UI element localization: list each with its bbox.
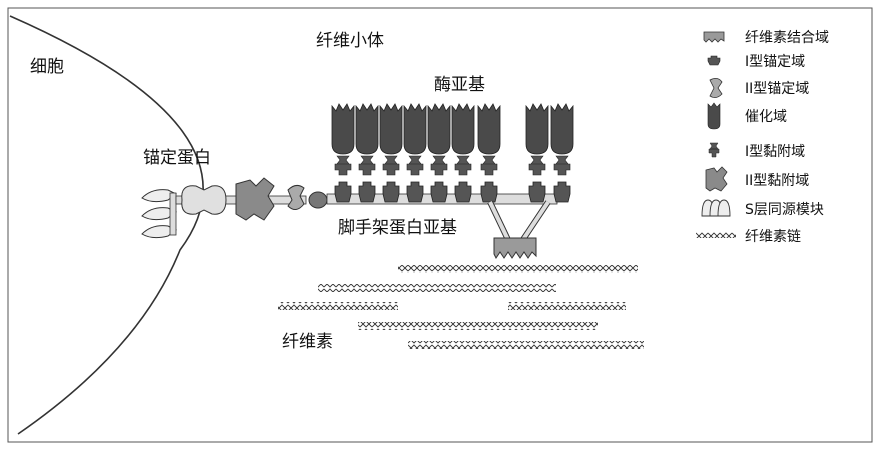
cbm-icon [703, 31, 725, 43]
legend-label-6: S层同源模块 [745, 202, 824, 218]
cellulosome-label: 纤维小体 [316, 31, 384, 51]
figure-border [7, 7, 873, 443]
legend-label-1: I型锚定域 [745, 54, 805, 70]
cell-label: 细胞 [30, 57, 64, 77]
anchor-protein-label: 锚定蛋白 [143, 148, 211, 168]
legend-label-2: II型锚定域 [745, 81, 809, 97]
cellulose-binding-domain [493, 237, 537, 259]
enzyme-subunits [331, 103, 574, 176]
cellulose-chains [278, 265, 644, 349]
enzyme-subunits-label: 酶亚基 [434, 75, 485, 95]
type2-cohesin-icon [709, 78, 723, 98]
cellulose-label: 纤维素 [282, 332, 333, 352]
legend-label-3: 催化域 [745, 109, 787, 125]
slh-module-icon [701, 199, 731, 217]
scaffoldin-end [308, 191, 328, 209]
type2-cohesin-2 [235, 177, 275, 221]
cell-membrane [9, 15, 204, 435]
cellulose-chain-icon [696, 232, 736, 238]
legend-label-4: I型黏附域 [745, 144, 805, 160]
catalytic-domain-icon [707, 102, 721, 130]
type2-dockerin [287, 184, 305, 210]
legend-label-7: 纤维素链 [745, 229, 801, 245]
type2-cohesin [181, 185, 227, 215]
type1-dockerin-icon [708, 142, 720, 158]
legend-label-0: 纤维素结合域 [745, 30, 829, 46]
slh-modules [141, 189, 177, 239]
legend: 纤维素结合域 I型锚定域 II型锚定域 催化域 I型黏附域 II型黏附域 S层同… [696, 30, 829, 245]
type1-cohesin-icon [707, 55, 721, 66]
legend-label-5: II型黏附域 [745, 173, 809, 189]
scaffoldin-label: 脚手架蛋白亚基 [338, 218, 457, 238]
type2-dockerin-icon [705, 166, 728, 192]
